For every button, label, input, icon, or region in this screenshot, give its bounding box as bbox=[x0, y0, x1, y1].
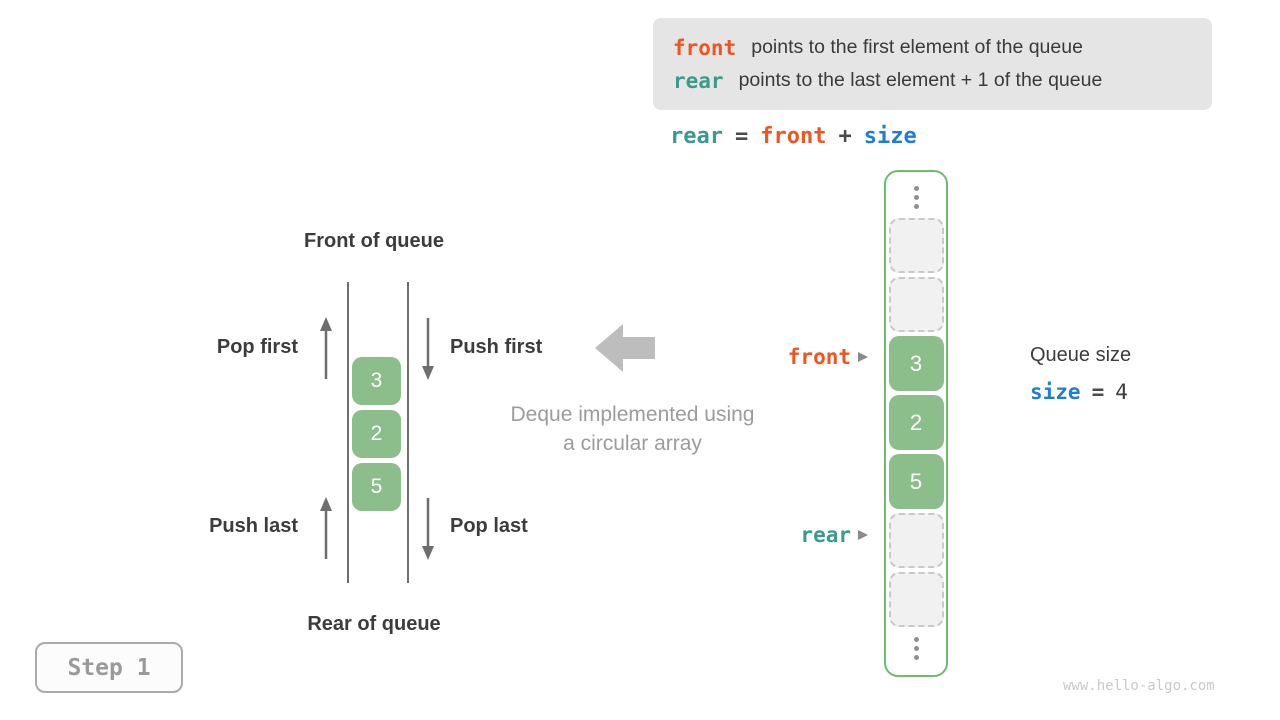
queue-size-label: Queue size bbox=[1030, 344, 1132, 366]
pop-last-down-arrow-icon bbox=[422, 498, 434, 560]
deque-element: 2 bbox=[352, 410, 401, 458]
caption: Deque implemented using a circular array bbox=[480, 400, 785, 458]
rear-definition-text: points to the last element + 1 of the qu… bbox=[738, 69, 1103, 91]
size-value: 4 bbox=[1115, 380, 1128, 404]
size-equals: = bbox=[1091, 380, 1105, 404]
formula-plus: + bbox=[838, 123, 852, 149]
formula-rear: rear bbox=[670, 123, 723, 149]
array-cell: 2 bbox=[888, 395, 944, 450]
right-arrow-icon bbox=[858, 530, 868, 540]
rear-formula: rear = front + size bbox=[670, 121, 917, 151]
deque-element: 5 bbox=[352, 463, 401, 511]
channel-right-line bbox=[407, 282, 409, 583]
front-pointer: front bbox=[698, 344, 868, 370]
array-cell-empty bbox=[888, 218, 944, 273]
array-cell: 5 bbox=[888, 454, 944, 509]
pop-first-label: Pop first bbox=[216, 336, 298, 358]
front-keyword: front bbox=[673, 35, 737, 60]
formula-front: front bbox=[760, 123, 827, 149]
right-arrow-icon bbox=[858, 352, 868, 362]
ellipsis-bottom-icon bbox=[913, 631, 919, 665]
array-cell-empty bbox=[888, 277, 944, 332]
caption-line2: a circular array bbox=[563, 432, 702, 455]
rear-definition-line: rear points to the last element + 1 of t… bbox=[673, 69, 1212, 93]
front-definition-line: front points to the first element of the… bbox=[673, 36, 1212, 60]
rear-of-queue-label: Rear of queue bbox=[307, 613, 441, 635]
channel-left-line bbox=[347, 282, 349, 583]
caption-line1: Deque implemented using bbox=[510, 403, 755, 426]
front-pointer-label: front bbox=[787, 345, 851, 369]
ellipsis-top-icon bbox=[913, 180, 919, 214]
push-last-up-arrow-icon bbox=[320, 497, 332, 559]
array-cell-empty bbox=[888, 572, 944, 627]
array-cell-front: 3 bbox=[888, 336, 944, 391]
rear-keyword: rear bbox=[673, 68, 724, 93]
pop-first-up-arrow-icon bbox=[320, 317, 332, 379]
push-first-label: Push first bbox=[450, 336, 543, 358]
definitions-box: front points to the first element of the… bbox=[653, 18, 1212, 110]
front-of-queue-label: Front of queue bbox=[304, 230, 444, 252]
step-badge: Step 1 bbox=[35, 642, 183, 693]
rear-pointer: rear bbox=[698, 522, 868, 548]
left-arrow-icon bbox=[595, 324, 655, 372]
formula-equals: = bbox=[734, 123, 749, 149]
push-first-down-arrow-icon bbox=[422, 318, 434, 380]
size-keyword: size bbox=[1030, 380, 1081, 404]
circular-array: 3 2 5 bbox=[884, 170, 948, 677]
deque-element: 3 bbox=[352, 357, 401, 405]
rear-pointer-label: rear bbox=[800, 523, 851, 547]
queue-size-formula: size = 4 bbox=[1030, 380, 1128, 404]
pop-last-label: Pop last bbox=[450, 515, 528, 537]
front-definition-text: points to the first element of the queue bbox=[751, 36, 1083, 58]
array-cell-rear bbox=[888, 513, 944, 568]
watermark: www.hello-algo.com bbox=[1063, 678, 1215, 694]
push-last-label: Push last bbox=[209, 515, 298, 537]
formula-size: size bbox=[863, 123, 917, 149]
